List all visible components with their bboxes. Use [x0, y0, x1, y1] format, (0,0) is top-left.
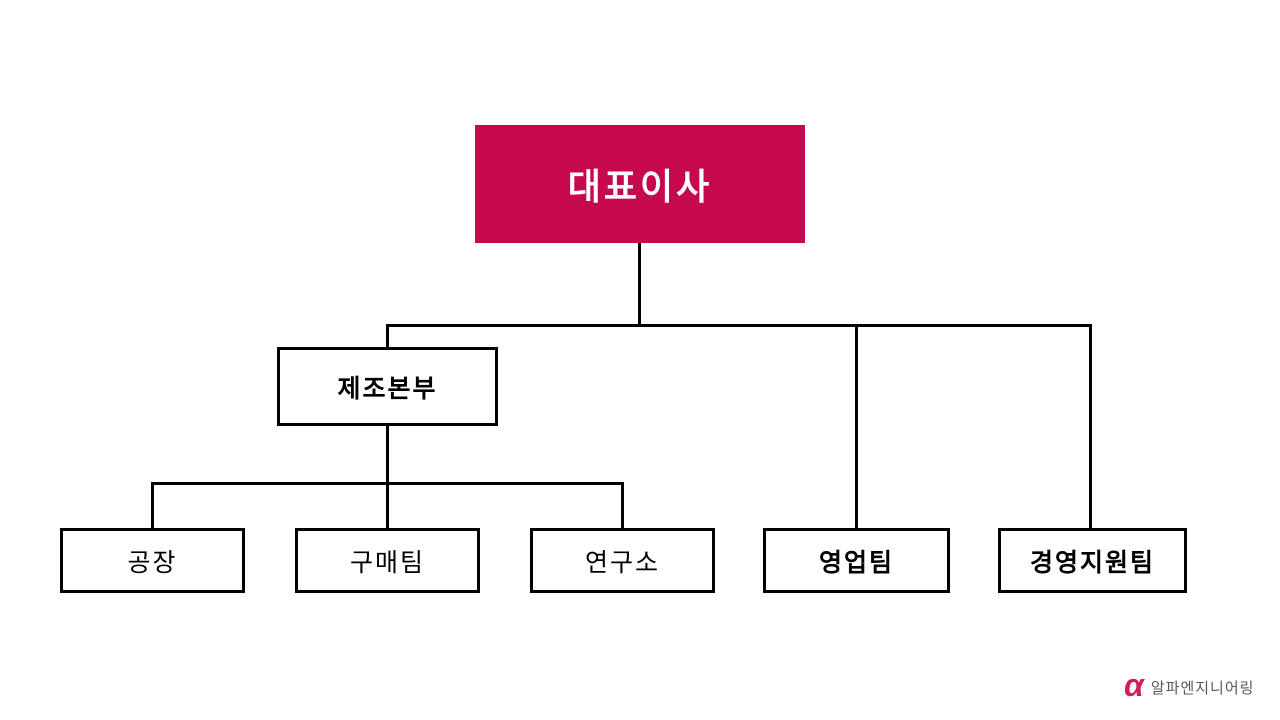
- org-node-management-support-team: 경영지원팀: [998, 528, 1187, 593]
- connector-drop-sales: [855, 324, 858, 529]
- company-logo: α 알파엔지니어링: [1124, 667, 1255, 703]
- org-node-factory: 공장: [60, 528, 245, 593]
- org-node-purchasing-team: 구매팀: [295, 528, 480, 593]
- connector-level1-horizontal: [386, 324, 1092, 327]
- company-logo-text: 알파엔지니어링: [1150, 679, 1255, 697]
- org-node-ceo: 대표이사: [475, 125, 805, 243]
- connector-manufacturing-stem: [386, 426, 389, 485]
- org-node-research-institute: 연구소: [530, 528, 715, 593]
- org-node-manufacturing-division: 제조본부: [277, 347, 498, 426]
- connector-drop-factory: [151, 482, 154, 529]
- org-node-sales-team: 영업팀: [763, 528, 950, 593]
- connector-drop-purchasing: [386, 482, 389, 529]
- connector-root-stem: [638, 243, 641, 327]
- alpha-logo-icon: α: [1124, 667, 1144, 703]
- connector-drop-research: [621, 482, 624, 529]
- connector-drop-manufacturing: [386, 324, 389, 348]
- connector-drop-management-support: [1089, 324, 1092, 529]
